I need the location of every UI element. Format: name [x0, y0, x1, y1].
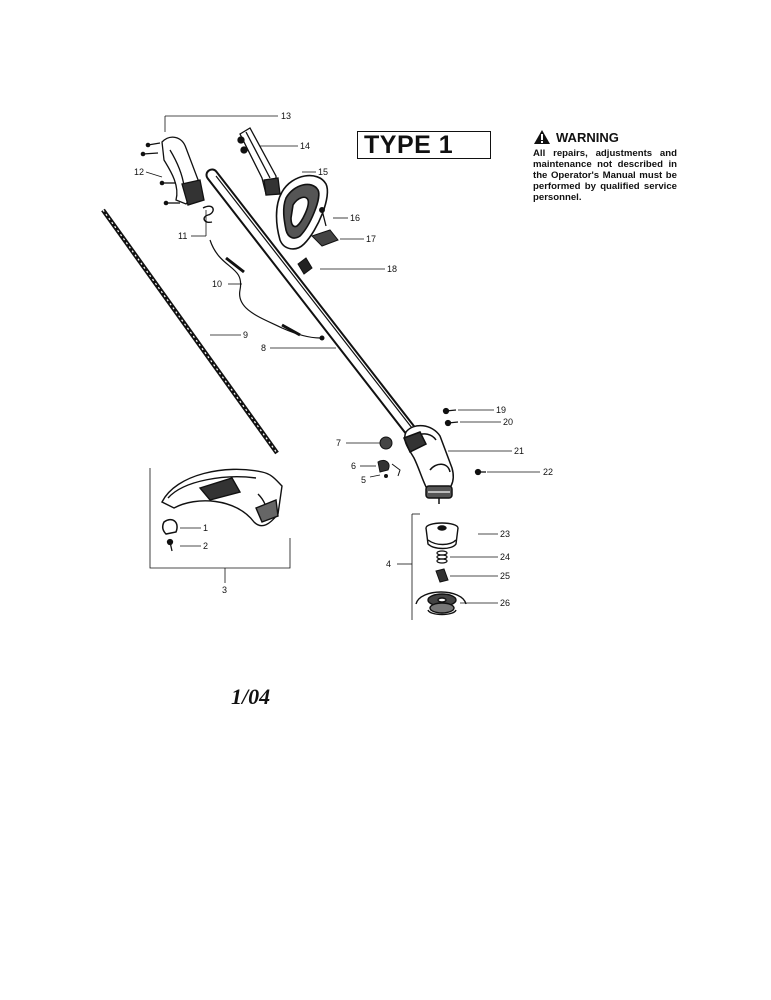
warning-title: WARNING — [556, 129, 619, 145]
callout-24: 24 — [500, 552, 511, 562]
callout-6: 6 — [351, 461, 357, 471]
warning-triangle-icon — [534, 130, 550, 144]
warning-text: All repairs, adjustments and maintenance… — [533, 148, 677, 203]
callout-21: 21 — [514, 446, 525, 456]
callout-14: 14 — [300, 141, 311, 151]
callout-8: 8 — [261, 343, 267, 353]
callout-1: 1 — [203, 523, 209, 533]
callout-4: 4 — [386, 559, 392, 569]
callout-23: 23 — [500, 529, 511, 539]
type-label: TYPE 1 — [357, 131, 491, 159]
callout-16: 16 — [350, 213, 361, 223]
callout-11: 11 — [178, 231, 188, 241]
callout-18: 18 — [387, 264, 398, 274]
warning-header: WARNING — [533, 129, 677, 145]
callout-22: 22 — [543, 467, 554, 477]
callout-20: 20 — [503, 417, 514, 427]
callout-15: 15 — [318, 167, 329, 177]
callout-9: 9 — [243, 330, 249, 340]
callout-2: 2 — [203, 541, 209, 551]
callout-10: 10 — [212, 279, 223, 289]
callout-25: 25 — [500, 571, 511, 581]
callout-12: 12 — [134, 167, 145, 177]
callout-26: 26 — [500, 598, 511, 608]
callout-13: 13 — [281, 111, 292, 121]
callout-19: 19 — [496, 405, 507, 415]
date-code: 1/04 — [231, 684, 271, 709]
callout-5: 5 — [361, 475, 367, 485]
callout-7: 7 — [336, 438, 342, 448]
callout-17: 17 — [366, 234, 377, 244]
warning-note: WARNING All repairs, adjustments and mai… — [533, 129, 677, 204]
callout-3: 3 — [222, 585, 228, 595]
